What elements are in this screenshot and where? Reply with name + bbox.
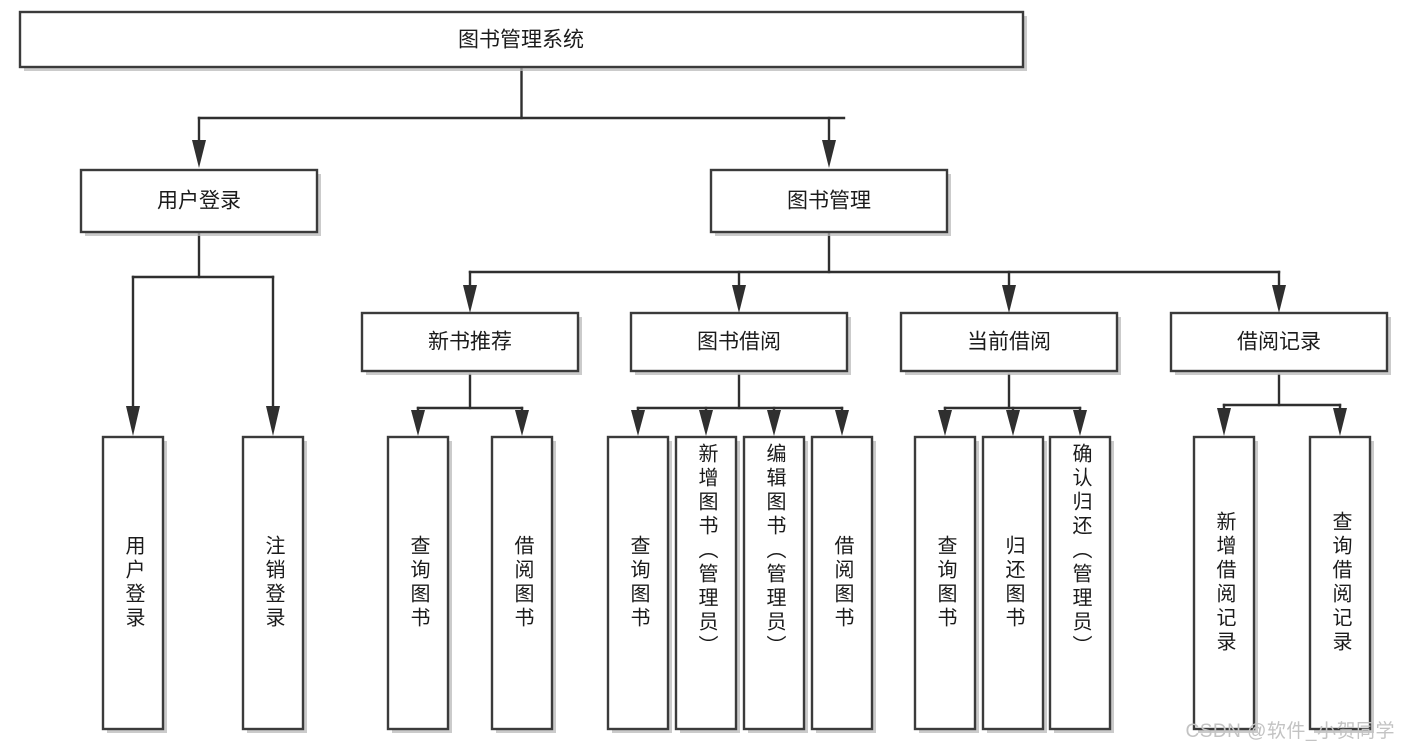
arrow-head-leaf-add-book [699,410,713,436]
node-leaf-add-record[interactable] [1192,435,1258,733]
arrow-head-leaf-query-book-2 [631,410,645,436]
node-borrow-record[interactable]: 借阅记录 [1169,311,1391,375]
arrow-head-book-borrow [732,285,746,313]
leaf-11-rect [1048,435,1112,731]
arrow-head-leaf-user-login [126,406,140,436]
node-book-manage[interactable]: 图书管理 [709,168,951,236]
node-leaf-add-book[interactable] [674,435,740,733]
node-new-book-recommend[interactable]: 新书推荐 [360,311,582,375]
node-cb-label: 当前借阅 [967,331,1051,354]
edge-group-book-borrow [631,373,849,436]
node-leaf-confirm-return[interactable] [1048,435,1114,733]
leaf-13-rect [1308,435,1372,731]
node-br-rect [1169,311,1389,373]
node-user-login-rect [79,168,319,234]
node-br-label: 借阅记录 [1237,331,1321,354]
leaf-2-rect [241,435,305,731]
node-root-system[interactable]: 图书管理系统 [18,10,1027,71]
arrow-head-leaf-add-record [1217,408,1231,436]
arrow-head-leaf-query-book-3 [938,410,952,436]
arrow-head-leaf-confirm-return [1073,410,1087,436]
arrow-head-leaf-borrow-book-1 [515,410,529,436]
node-leaf-logout-login[interactable] [241,435,307,733]
arrow-head-new-book-recommend [463,285,477,313]
node-book-manage-rect [709,168,949,234]
arrow-head-leaf-query-book-1 [411,410,425,436]
edge-group-current-borrow [938,373,1087,436]
node-bb-rect [629,311,849,373]
node-leaf-query-record[interactable] [1308,435,1374,733]
edge-group-root [192,65,846,168]
arrow-head-user-login [192,140,206,168]
leaf-6-rect [674,435,738,731]
arrow-head-leaf-query-record [1333,408,1347,436]
node-root-rect [18,10,1025,69]
edge-group-borrow-record [1217,373,1347,436]
arrow-head-current-borrow [1002,285,1016,313]
leaf-7-rect [742,435,806,731]
leaf-12-rect [1192,435,1256,731]
node-bb-label: 图书借阅 [697,331,781,354]
watermark-text: CSDN @软件_小贺同学 [1185,721,1395,742]
node-cb-rect [899,311,1119,373]
leaf-8-rect [810,435,874,731]
node-leaf-borrow-book-2[interactable] [810,435,876,733]
node-nbr-rect [360,311,580,373]
leaf-9-rect [913,435,977,731]
node-leaf-user-login[interactable] [101,435,167,733]
node-leaf-query-book-1[interactable] [386,435,452,733]
node-leaf-query-book-2[interactable] [606,435,672,733]
node-root-label: 图书管理系统 [458,29,584,52]
leaf-3-rect [386,435,450,731]
leaf-10-rect [981,435,1045,731]
arrow-head-book-manage [822,140,836,168]
leaf-1-rect [101,435,165,731]
node-user-login-label: 用户登录 [157,190,241,213]
leaf-5-rect [606,435,670,731]
arrow-head-leaf-logout-login [266,406,280,436]
edge-group-user-login [126,230,280,436]
leaf-4-rect [490,435,554,731]
node-user-login[interactable]: 用户登录 [79,168,321,236]
arrow-head-borrow-record [1272,285,1286,313]
node-leaf-return-book[interactable] [981,435,1047,733]
arrow-head-leaf-borrow-book-2 [835,410,849,436]
node-leaf-query-book-3[interactable] [913,435,979,733]
node-current-borrow[interactable]: 当前借阅 [899,311,1121,375]
node-leaf-borrow-book-1[interactable] [490,435,556,733]
node-nbr-label: 新书推荐 [428,331,512,354]
arrow-head-leaf-edit-book [767,410,781,436]
edge-group-book-manage [463,230,1286,313]
edge-group-new-book-recommend [411,373,529,436]
arrow-head-leaf-return-book [1006,410,1020,436]
node-book-borrow[interactable]: 图书借阅 [629,311,851,375]
node-book-manage-label: 图书管理 [787,190,871,213]
node-leaf-edit-book[interactable] [742,435,808,733]
